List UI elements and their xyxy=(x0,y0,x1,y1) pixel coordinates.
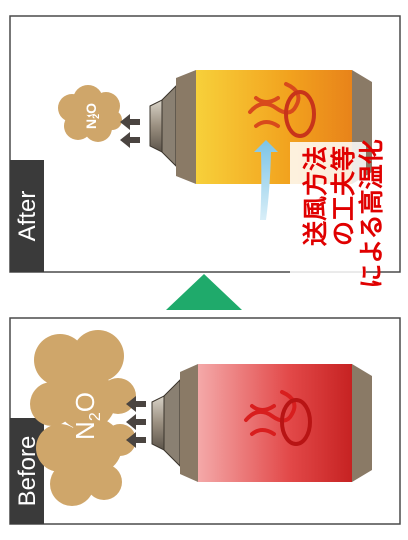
before-nozzle xyxy=(151,395,165,451)
transition-arrow-icon xyxy=(166,274,242,310)
after-flame-icon xyxy=(248,82,316,138)
after-air-arrow-icon xyxy=(254,140,278,220)
before-gas-label: N2O xyxy=(70,392,104,440)
annotation-line-1: 送風方法 xyxy=(301,146,330,246)
after-gas-cloud xyxy=(58,85,122,142)
before-nozzle-cone xyxy=(163,378,181,468)
before-flame-icon xyxy=(244,390,312,446)
annotation-line-3: による高温化 xyxy=(357,139,386,288)
after-tab xyxy=(10,160,44,272)
annotation-text: 送風方法 の工夫等 による高温化 xyxy=(301,139,386,288)
before-furnace-interior xyxy=(198,364,352,482)
before-gas-cloud xyxy=(30,330,136,506)
before-tab xyxy=(10,418,44,524)
after-nozzle-cone xyxy=(161,84,177,168)
before-exhaust-arrows xyxy=(126,396,146,448)
before-panel: Before N2O xyxy=(9,317,401,525)
after-gas-label: N2O xyxy=(83,103,101,129)
after-nozzle xyxy=(149,99,163,153)
after-exhaust-arrows xyxy=(120,114,140,148)
after-panel: After N2O xyxy=(9,15,401,289)
annotation-backdrop xyxy=(290,142,366,288)
annotation-line-2: の工夫等 xyxy=(329,146,358,246)
after-tab-label: After xyxy=(14,191,41,242)
